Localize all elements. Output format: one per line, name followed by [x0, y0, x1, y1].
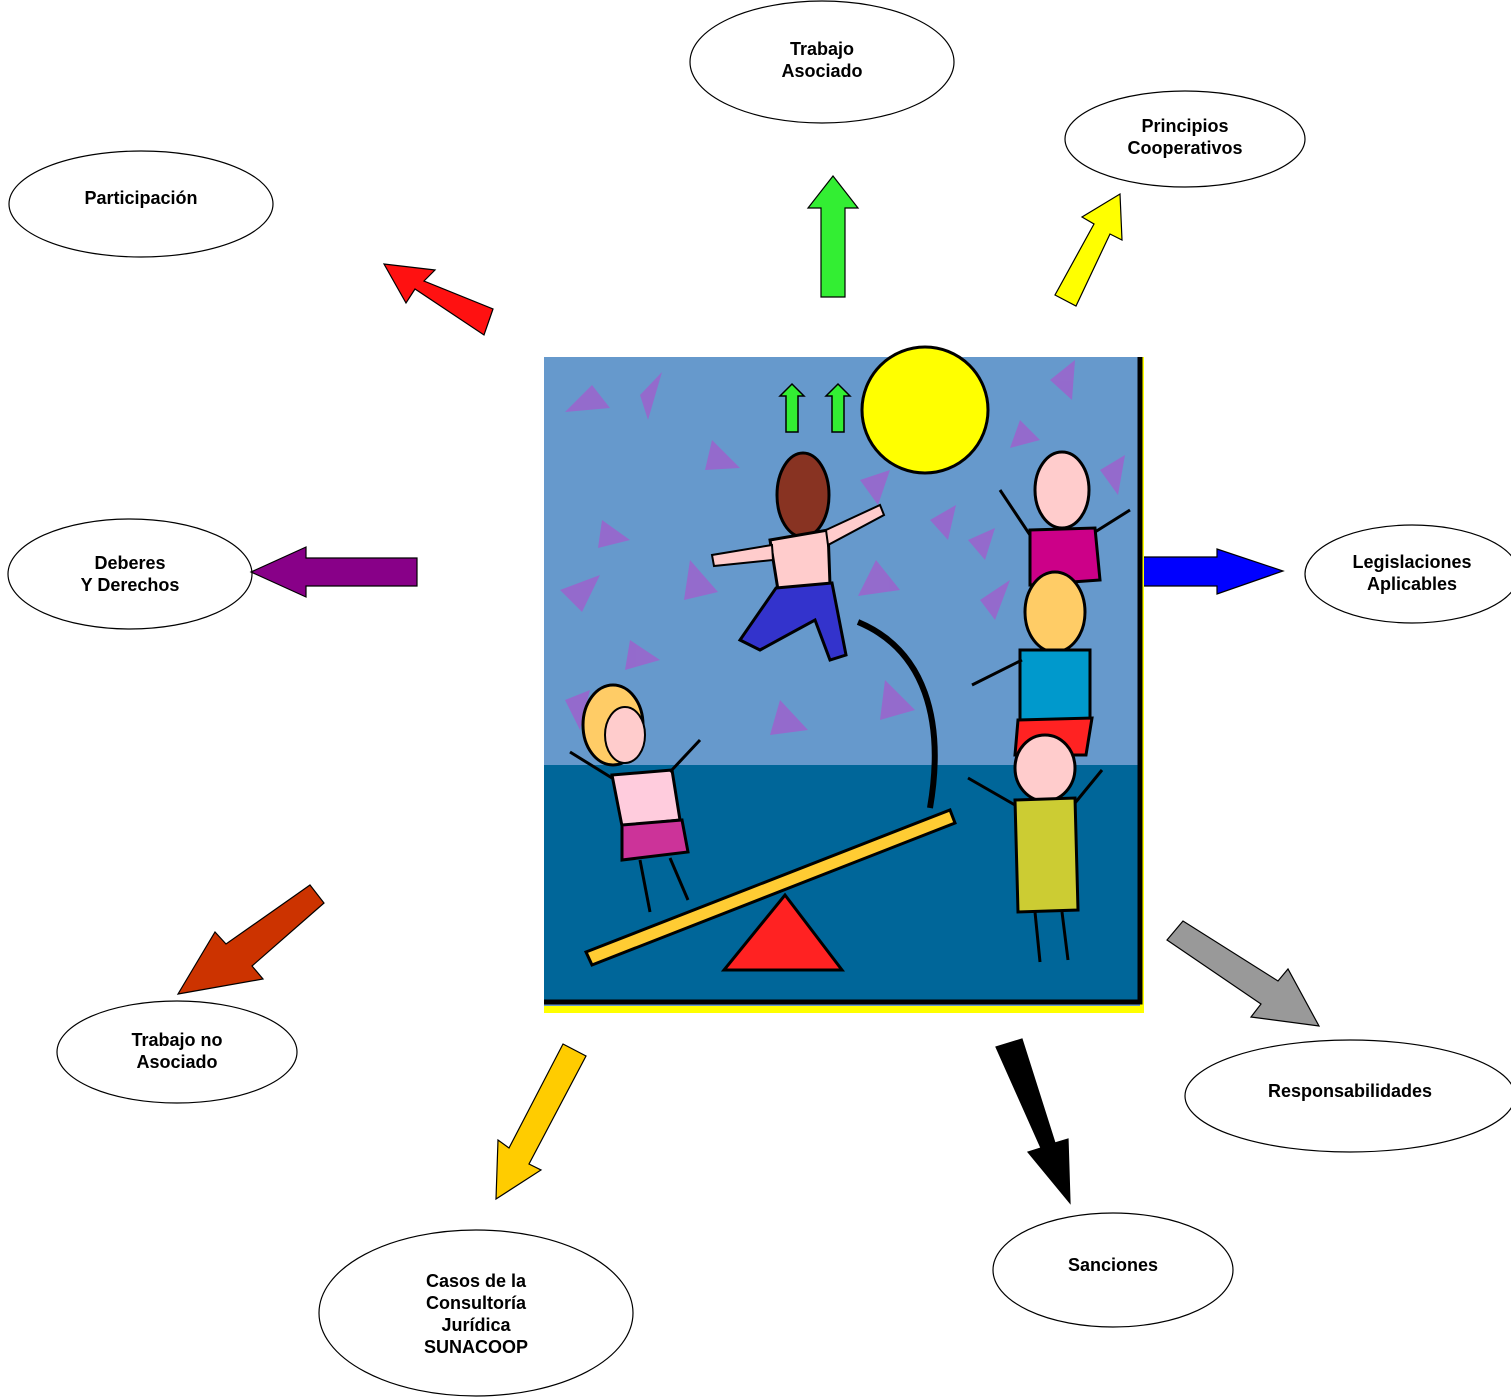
node-ellipse-participacion	[8, 150, 274, 258]
node-ellipse-casos-consultoria	[318, 1229, 634, 1397]
arrow-casos-consultoria	[495, 1043, 587, 1201]
node-ellipse-deberes-derechos	[7, 518, 253, 630]
node-ellipse-trabajo-asociado	[689, 0, 955, 124]
node-label-deberes-derechos: Deberes Y Derechos	[80, 553, 180, 595]
node-label-trabajo-asociado: Trabajo Asociado	[781, 39, 863, 81]
node-ellipse-responsabilidades	[1184, 1039, 1511, 1153]
node-ellipse-sanciones	[992, 1212, 1234, 1328]
arrow-responsabilidades	[1166, 920, 1321, 1027]
node-label-participacion: Participación	[84, 188, 198, 208]
arrow-trabajo-no-asociado	[176, 884, 325, 995]
arrow-trabajo-asociado	[806, 175, 860, 298]
arrow-participacion	[382, 263, 494, 336]
arrow-sanciones	[995, 1038, 1071, 1205]
node-label-legislaciones-aplicables: Legislaciones Aplicables	[1352, 552, 1472, 594]
arrow-deberes-derechos	[249, 546, 418, 598]
node-label-casos-consultoria: Casos de la Consultoría Jurídica SUNACOO…	[423, 1271, 529, 1357]
node-ellipse-principios-cooperativos	[1064, 90, 1306, 188]
node-ellipse-trabajo-no-asociado	[56, 1000, 298, 1104]
node-label-responsabilidades: Responsabilidades	[1267, 1081, 1433, 1101]
node-label-principios-cooperativos: Principios Cooperativos	[1127, 116, 1243, 158]
node-ellipse-legislaciones-aplicables	[1304, 524, 1511, 624]
node-label-trabajo-no-asociado: Trabajo no Asociado	[131, 1030, 223, 1072]
seesaw-illustration	[544, 345, 1144, 1013]
arrow-principios-cooperativos	[1054, 192, 1123, 307]
node-label-sanciones: Sanciones	[1067, 1255, 1159, 1275]
